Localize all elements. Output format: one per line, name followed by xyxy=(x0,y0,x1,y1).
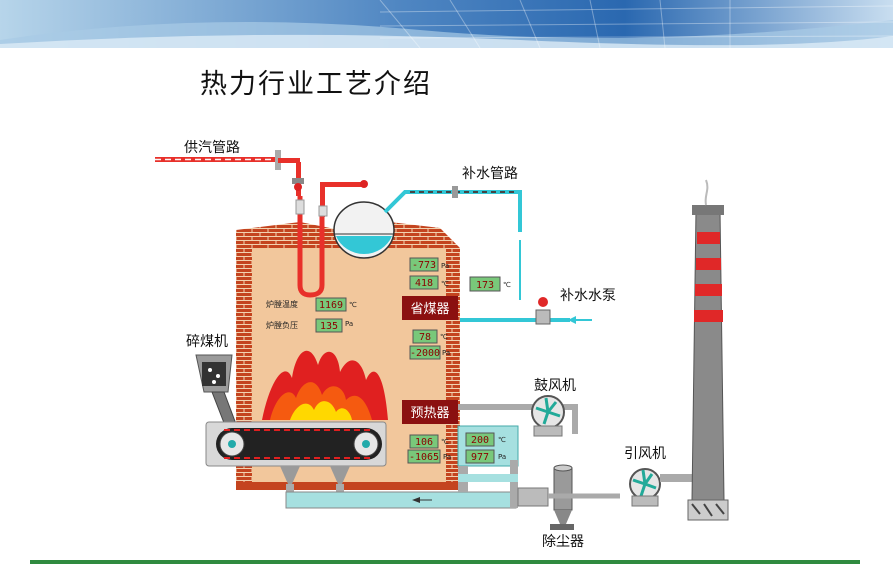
mid-temp-value: 78 xyxy=(419,332,431,343)
low-temp-box xyxy=(409,434,439,449)
induced-fan-label: 引风机 xyxy=(624,446,666,462)
furnace-temp-value: 1169 xyxy=(319,300,343,311)
top-temp-box xyxy=(409,275,439,290)
blower-label: 鼓风机 xyxy=(534,378,576,394)
makeup-temp-box xyxy=(469,276,501,292)
top-temp-unit: ℃ xyxy=(441,280,449,288)
steam-drum xyxy=(333,201,395,259)
makeup-pipe-label: 补水管路 xyxy=(462,166,518,182)
blower-fan xyxy=(458,395,578,437)
side-temp-unit: ℃ xyxy=(498,436,506,444)
makeup-pump-label: 补水水泵 xyxy=(560,288,616,304)
footer-divider xyxy=(30,560,860,564)
induced-fan xyxy=(629,468,694,507)
low-temp-value: 106 xyxy=(415,437,433,448)
side-temp-value: 200 xyxy=(471,435,489,446)
preheater-box xyxy=(402,400,458,424)
top-pressure-value: -773 xyxy=(412,260,436,271)
dust-collector xyxy=(517,464,620,530)
coal-crusher xyxy=(195,354,237,429)
side-pressure-value: 977 xyxy=(471,452,489,463)
low-temp-unit: ℃ xyxy=(441,438,449,446)
side-pressure-unit: Pa xyxy=(498,453,506,461)
mid-pressure-box xyxy=(409,345,441,360)
furnace-pressure-unit: Pa xyxy=(345,320,353,328)
furnace-temp-unit: ℃ xyxy=(349,301,357,309)
steam-pipe xyxy=(155,150,368,298)
mid-temp-box xyxy=(412,329,438,344)
makeup-temp-unit: ℃ xyxy=(503,281,511,289)
top-pressure-box xyxy=(409,257,439,272)
makeup-water-pipe xyxy=(383,186,592,325)
furnace-pressure-label: 炉膛负压 xyxy=(266,320,298,330)
grate-conveyor xyxy=(205,421,387,467)
low-pressure-box xyxy=(407,449,441,464)
furnace-flame xyxy=(262,350,388,420)
preheater-label: 预热器 xyxy=(410,406,449,421)
header-banner xyxy=(0,0,893,48)
furnace-pressure-box xyxy=(315,318,343,333)
economizer-label: 省煤器 xyxy=(410,302,449,317)
economizer-box xyxy=(402,296,458,320)
page-title: 热力行业工艺介绍 xyxy=(200,69,432,100)
furnace-temp-box xyxy=(315,297,347,312)
top-temp-value: 418 xyxy=(415,278,433,289)
top-pressure-unit: Pa xyxy=(441,262,449,270)
steam-pipe-label: 供汽管路 xyxy=(184,140,240,156)
low-pressure-value: -1065 xyxy=(409,452,439,463)
mid-temp-unit: ℃ xyxy=(440,333,448,341)
mid-pressure-unit: Pa xyxy=(442,349,450,357)
furnace-pressure-value: 135 xyxy=(320,321,338,332)
chimney xyxy=(687,179,729,521)
mid-pressure-value: -2000 xyxy=(410,348,440,359)
furnace-temp-label: 炉膛温度 xyxy=(266,299,298,309)
low-pressure-unit: Pa xyxy=(443,453,451,461)
bottom-duct xyxy=(280,460,518,509)
makeup-temp-value: 173 xyxy=(476,280,494,291)
side-pressure-box xyxy=(465,449,495,464)
side-temp-box xyxy=(465,432,495,447)
crusher-label: 碎煤机 xyxy=(186,334,228,350)
dust-collector-label: 除尘器 xyxy=(542,534,584,550)
